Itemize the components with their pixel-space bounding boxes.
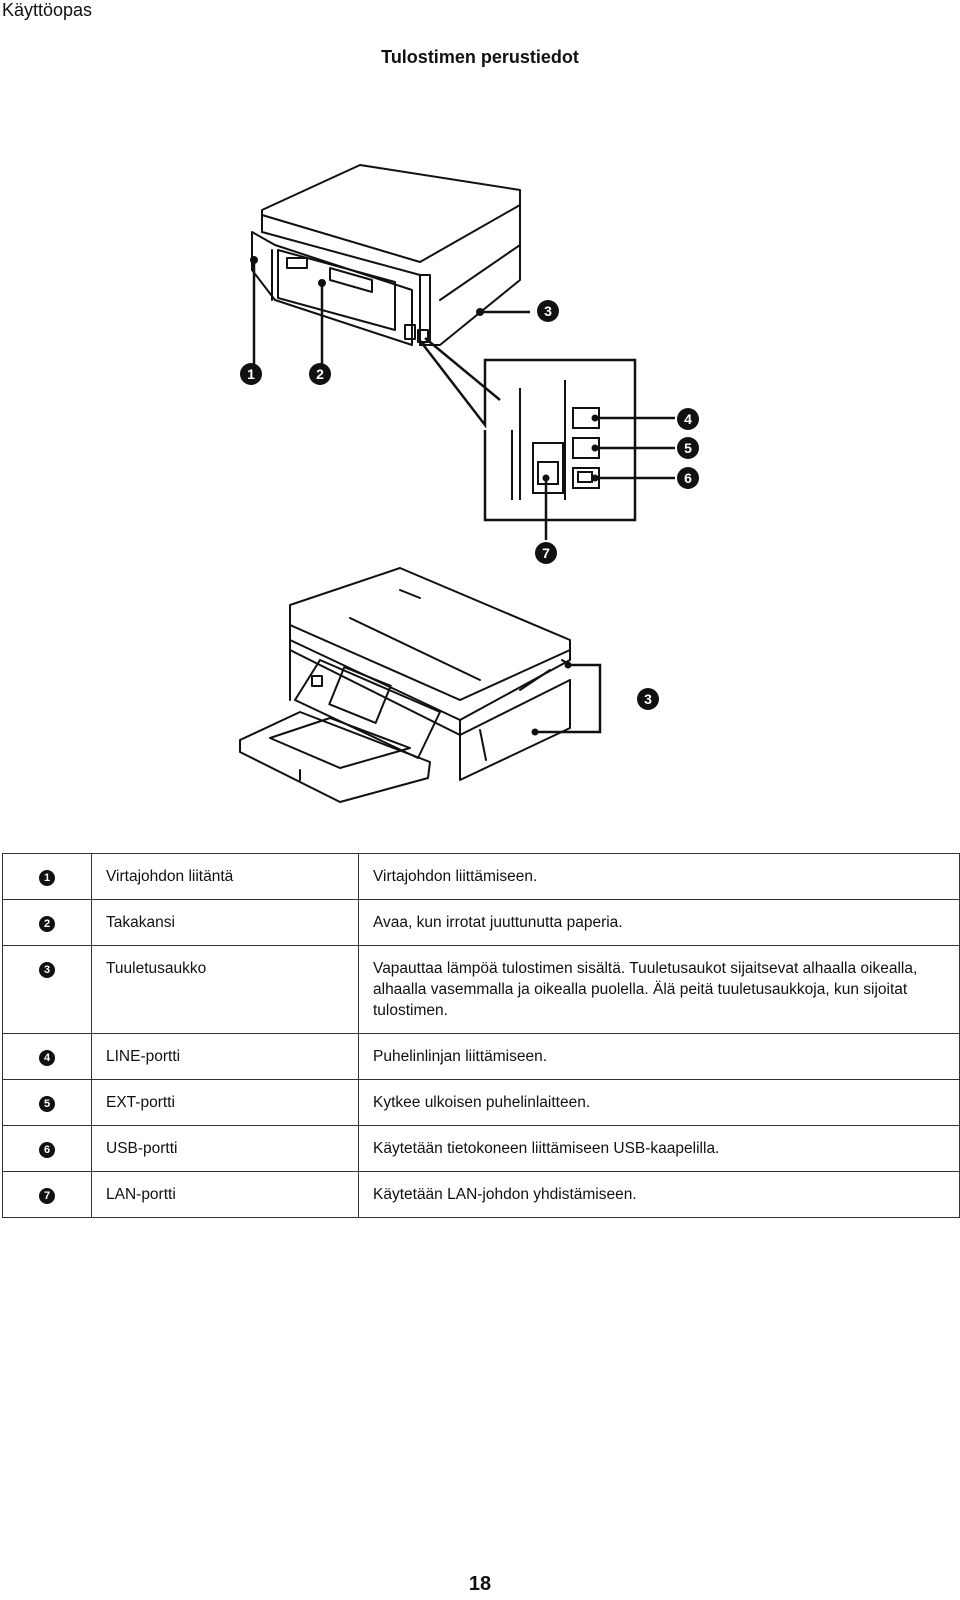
part-description: Virtajohdon liittämiseen. — [358, 853, 960, 900]
svg-text:5: 5 — [684, 440, 692, 456]
table-row: 6 USB-portti Käytetään tietokoneen liitt… — [2, 1125, 960, 1172]
table-row: 5 EXT-portti Kytkee ulkoisen puhelinlait… — [2, 1079, 960, 1126]
callout-badge-3: 3 — [537, 300, 559, 322]
table-row: 7 LAN-portti Käytetään LAN-johdon yhdist… — [2, 1171, 960, 1218]
part-description: Kytkee ulkoisen puhelinlaitteen. — [358, 1079, 960, 1126]
callout-badge-3b: 3 — [637, 688, 659, 710]
printer-front-view — [239, 567, 571, 803]
part-name: Virtajohdon liitäntä — [91, 853, 359, 900]
svg-text:3: 3 — [644, 691, 652, 707]
part-name: LAN-portti — [91, 1171, 359, 1218]
part-name: Tuuletusaukko — [91, 945, 359, 1034]
number-badge: 6 — [39, 1142, 55, 1158]
printer-rear-view — [251, 164, 521, 346]
parts-table: 1 Virtajohdon liitäntä Virtajohdon liitt… — [2, 853, 960, 1218]
svg-text:7: 7 — [542, 545, 550, 561]
table-row: 4 LINE-portti Puhelinlinjan liittämiseen… — [2, 1033, 960, 1080]
part-name: Takakansi — [91, 899, 359, 946]
svg-text:2: 2 — [316, 366, 324, 382]
port-detail-inset — [511, 380, 600, 500]
part-description: Avaa, kun irrotat juuttunutta paperia. — [358, 899, 960, 946]
callout-badge-4: 4 — [677, 408, 699, 430]
page-number: 18 — [468, 1573, 492, 1595]
callout-badge-7: 7 — [535, 542, 557, 564]
number-badge: 3 — [39, 962, 55, 978]
number-badge: 5 — [39, 1096, 55, 1112]
section-title: Tulostimen perustiedot — [381, 47, 579, 67]
part-description: Puhelinlinjan liittämiseen. — [358, 1033, 960, 1080]
svg-text:3: 3 — [544, 303, 552, 319]
part-name: LINE-portti — [91, 1033, 359, 1080]
number-badge: 4 — [39, 1050, 55, 1066]
document-title: Käyttöopas — [2, 0, 93, 20]
callout-badge-1: 1 — [240, 363, 262, 385]
number-badge: 2 — [39, 916, 55, 932]
number-badge: 7 — [39, 1188, 55, 1204]
printer-illustration: 1 2 3 4 5 6 7 3 — [239, 164, 699, 803]
part-description: Käytetään tietokoneen liittämiseen USB-k… — [358, 1125, 960, 1172]
svg-text:4: 4 — [684, 411, 692, 427]
part-name: USB-portti — [91, 1125, 359, 1172]
part-description: Käytetään LAN-johdon yhdistämiseen. — [358, 1171, 960, 1218]
table-row: 1 Virtajohdon liitäntä Virtajohdon liitt… — [2, 853, 960, 900]
part-description: Vapauttaa lämpöä tulostimen sisältä. Tuu… — [358, 945, 960, 1034]
table-row: 3 Tuuletusaukko Vapauttaa lämpöä tulosti… — [2, 945, 960, 1034]
callout-badge-6: 6 — [677, 467, 699, 489]
callout-badge-2: 2 — [309, 363, 331, 385]
callout-badge-5: 5 — [677, 437, 699, 459]
svg-text:1: 1 — [247, 366, 255, 382]
table-row: 2 Takakansi Avaa, kun irrotat juuttunutt… — [2, 899, 960, 946]
part-name: EXT-portti — [91, 1079, 359, 1126]
number-badge: 1 — [39, 870, 55, 886]
svg-text:6: 6 — [684, 470, 692, 486]
